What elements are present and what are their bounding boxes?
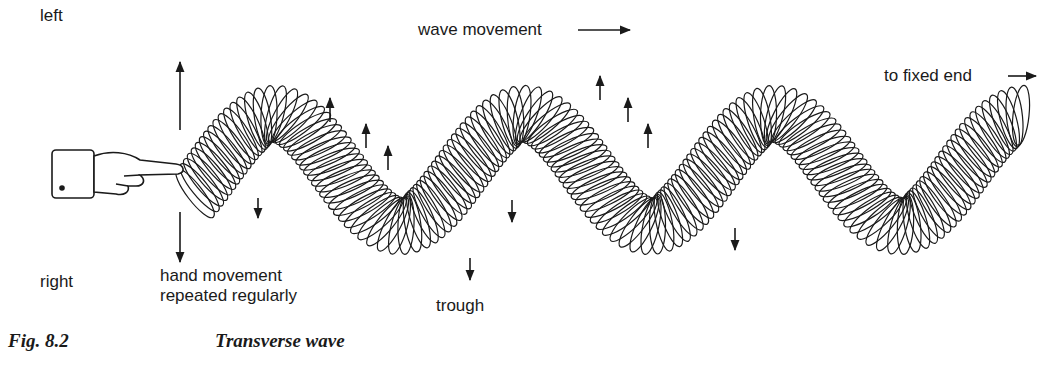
- coil-loop: [896, 194, 915, 255]
- down-arrow: [511, 200, 513, 222]
- coil-loop: [536, 122, 597, 163]
- down-arrow: [257, 198, 259, 218]
- motion-arrows: [180, 30, 1036, 280]
- end-label: to fixed end: [884, 66, 972, 86]
- coil-loop: [1004, 86, 1026, 147]
- up-arrow: [329, 98, 331, 122]
- hand-up-arrow: [179, 62, 181, 130]
- direction-label: left: [40, 6, 63, 26]
- hand: [52, 150, 183, 198]
- coil-loop: [614, 194, 662, 252]
- figure-number: Fig. 8.2: [8, 330, 69, 352]
- figure-title: Transverse wave: [215, 330, 345, 352]
- coil-loop: [852, 192, 907, 244]
- finger-lines: [116, 175, 140, 186]
- coil-loop: [384, 194, 415, 256]
- fixed-end-arrow: [1008, 75, 1036, 77]
- trough-label: trough: [436, 296, 484, 316]
- up-arrow: [365, 124, 367, 148]
- coil-loop: [655, 184, 695, 245]
- coil-loop: [540, 128, 601, 167]
- up-arrow: [387, 146, 389, 170]
- coil-loop: [260, 84, 291, 146]
- up-arrow: [599, 76, 601, 100]
- wave-direction-arrow: [578, 29, 630, 31]
- coil-loop: [779, 113, 839, 156]
- hand-down-arrow: [179, 212, 181, 262]
- coil-loop: [397, 194, 415, 255]
- down-arrow: [469, 258, 471, 280]
- coil-loop: [637, 194, 665, 256]
- slinky-coil: [170, 84, 1032, 256]
- cuff-button: [60, 186, 64, 190]
- wave-label: wave movement: [418, 20, 542, 40]
- coil-loop: [280, 113, 340, 156]
- up-arrow: [647, 124, 649, 148]
- coil-loop: [1010, 85, 1032, 146]
- direction-label: right: [40, 272, 73, 292]
- coil-loop: [904, 185, 943, 246]
- coil-loop: [515, 92, 567, 147]
- coil-loop: [404, 185, 443, 246]
- coil-loop: [659, 180, 703, 240]
- hand-label: hand movement repeated regularly: [160, 266, 310, 305]
- up-arrow: [627, 98, 629, 122]
- coil-loop: [760, 84, 790, 146]
- hand-fingers: [94, 153, 183, 195]
- down-arrow: [734, 228, 736, 250]
- hand-cuff: [52, 150, 94, 198]
- coil-loop: [532, 116, 592, 158]
